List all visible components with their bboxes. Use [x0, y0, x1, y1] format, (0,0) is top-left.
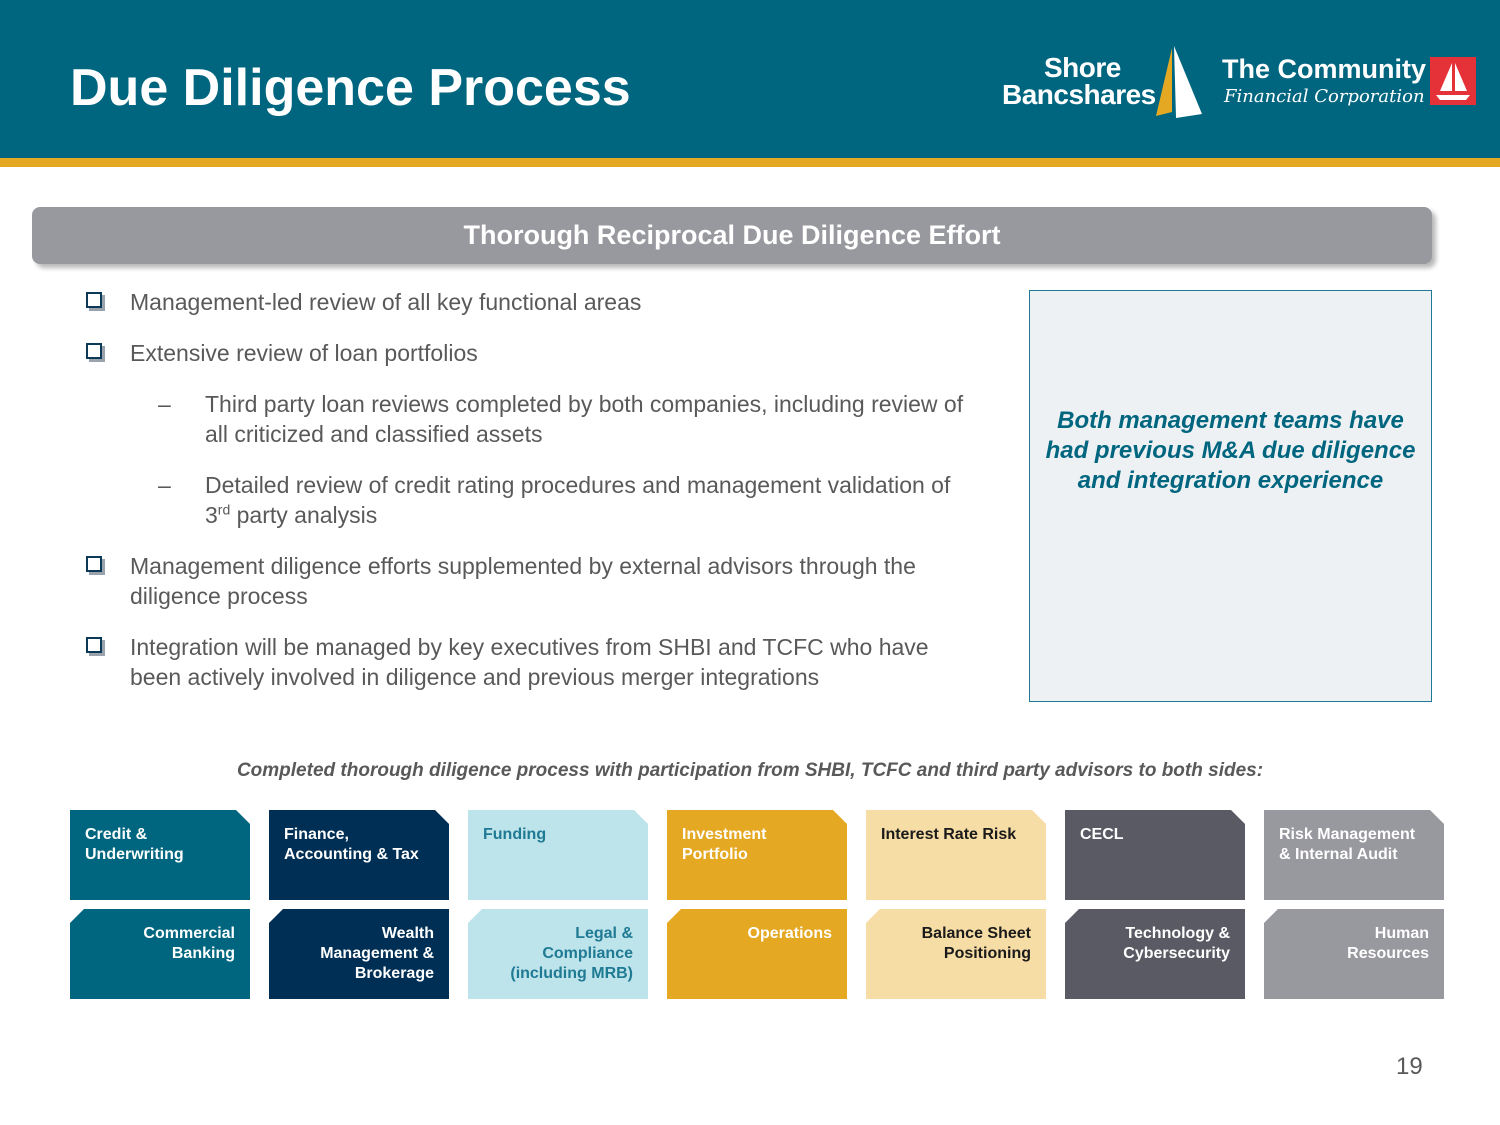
tile-label-line: Brokerage [354, 965, 434, 982]
section-banner-text: Thorough Reciprocal Due Diligence Effort [463, 220, 1001, 250]
logo-bancshares-word: Bancshares [1002, 79, 1156, 110]
tile-human-resources: Human Resources [1264, 909, 1444, 999]
tile-label-line: Management & [320, 945, 434, 962]
tile-label-line: Risk Management [1279, 826, 1416, 843]
logo-tcfc-line2: Financial Corporation [1224, 86, 1425, 107]
tile-commercial-banking: Commercial Banking [70, 909, 250, 999]
tile-label-line: Technology & [1125, 925, 1230, 942]
tile-finance-accounting-tax: Finance, Accounting & Tax [269, 810, 449, 900]
bullet-item: Extensive review of loan portfolios [84, 338, 964, 368]
tcfc-sail-icon [1430, 57, 1476, 105]
checkbox-bullet-icon [86, 292, 102, 308]
sub-bullet-text-after: party analysis [230, 502, 378, 528]
ordinal-superscript: rd [217, 501, 231, 518]
sub-bullet-item: – Third party loan reviews completed by … [84, 389, 964, 449]
header-bar [0, 0, 1500, 160]
sub-bullet-item: – Detailed review of credit rating proce… [84, 470, 964, 530]
callout-text: Both management teams have had previous … [1045, 407, 1416, 494]
sub-bullet-text-before: Detailed review of credit rating procedu… [205, 472, 951, 528]
bullet-text: Management diligence efforts supplemente… [130, 553, 916, 609]
tile-label-line: Banking [171, 945, 235, 962]
tile-technology-cybersecurity: Technology & Cybersecurity [1065, 909, 1245, 999]
tile-legal-compliance: Legal & Compliance (including MRB) [468, 909, 648, 999]
diligence-caption: Completed thorough diligence process wit… [236, 760, 1264, 781]
section-banner: Thorough Reciprocal Due Diligence Effort [32, 207, 1432, 264]
tile-label-line: Cybersecurity [1123, 945, 1230, 962]
tcfc-logo: The Community Financial Corporation [1222, 54, 1482, 114]
bullet-item: Management-led review of all key functio… [84, 287, 964, 317]
tile-label-line: Balance Sheet [921, 925, 1031, 942]
bullet-text: Extensive review of loan portfolios [130, 340, 478, 366]
tile-label-line: Compliance [542, 945, 633, 962]
bullet-item: Management diligence efforts supplemente… [84, 551, 964, 611]
tile-risk-management-internal-audit: Risk Management & Internal Audit [1264, 810, 1444, 900]
tile-label-line: CECL [1080, 826, 1124, 843]
tile-label-line: Interest Rate Risk [881, 826, 1017, 843]
tile-credit-underwriting: Credit & Underwriting [70, 810, 250, 900]
logo-shore-word: Shore [1044, 52, 1121, 83]
tile-cecl: CECL [1065, 810, 1245, 900]
tile-funding: Funding [468, 810, 648, 900]
checkbox-bullet-icon [86, 637, 102, 653]
dash-bullet-icon: – [158, 391, 171, 417]
logo-tcfc-line1: The Community [1222, 54, 1427, 84]
tile-investment-portfolio: Investment Portfolio [667, 810, 847, 900]
tile-operations: Operations [667, 909, 847, 999]
tile-label-line: (including MRB) [510, 965, 633, 982]
tile-label-line: Credit & [85, 826, 148, 843]
tile-label-line: Finance, [284, 826, 349, 843]
tile-label-line: Human [1374, 925, 1429, 942]
tile-interest-rate-risk: Interest Rate Risk [866, 810, 1046, 900]
sub-bullet-text: Third party loan reviews completed by bo… [205, 391, 964, 447]
tile-label-line: Commercial [143, 925, 235, 942]
tile-label-line: Wealth [381, 925, 434, 942]
tile-balance-sheet-positioning: Balance Sheet Positioning [866, 909, 1046, 999]
tile-label-line: Legal & [575, 925, 633, 942]
tile-label-line: Positioning [943, 945, 1031, 962]
sailboat-icon [1156, 46, 1202, 118]
bullet-list: Management-led review of all key functio… [84, 287, 964, 713]
tile-label-line: Operations [747, 925, 832, 942]
bullet-text: Integration will be managed by key execu… [130, 634, 929, 690]
tile-label-line: Funding [483, 826, 547, 843]
shore-bancshares-logo: Shore Bancshares [1000, 46, 1210, 124]
bullet-text: Management-led review of all key functio… [130, 289, 642, 315]
tile-label-line: Investment [682, 826, 767, 843]
page-number: 19 [1396, 1053, 1423, 1080]
tile-label-line: Accounting & Tax [284, 846, 419, 863]
checkbox-bullet-icon [86, 343, 102, 359]
tile-label-line: Underwriting [85, 846, 184, 863]
page-title: Due Diligence Process [70, 59, 631, 117]
tile-wealth-management-brokerage: Wealth Management & Brokerage [269, 909, 449, 999]
sub-bullet-text: Detailed review of credit rating procedu… [205, 472, 950, 528]
dash-bullet-icon: – [158, 472, 171, 498]
tile-label-line: & Internal Audit [1279, 846, 1398, 863]
tile-label-line: Resources [1347, 945, 1429, 962]
bullet-item: Integration will be managed by key execu… [84, 632, 964, 692]
callout-box: Both management teams have had previous … [1029, 290, 1432, 702]
header-accent-stripe [0, 158, 1500, 167]
tile-label-line: Portfolio [682, 846, 748, 863]
checkbox-bullet-icon [86, 556, 102, 572]
